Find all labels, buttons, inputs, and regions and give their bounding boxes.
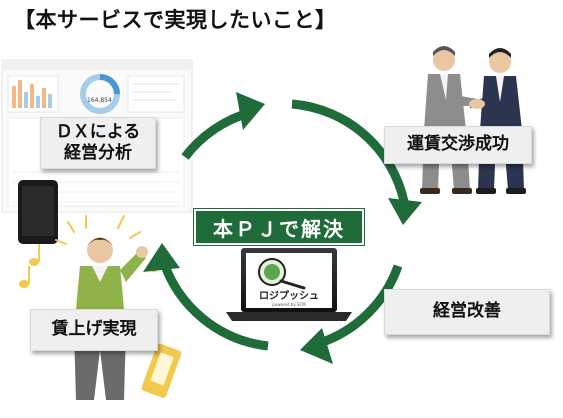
label-management-improvement: 経営改善 (384, 289, 550, 335)
search-icon (258, 258, 306, 290)
label-fare-negotiation: 運賃交渉成功 (384, 126, 532, 164)
dashboard-metric: 164,854 (87, 97, 112, 104)
laptop-icon (226, 248, 352, 321)
cycle-arrows (158, 99, 411, 351)
arrowhead-icons (143, 92, 422, 364)
smartphone-icon (18, 180, 58, 244)
label-dx-analysis: ＤＸによる 経営分析 (40, 117, 156, 169)
logo-name: ロジプッシュ (259, 289, 319, 302)
center-solution-box: 本ＰＪで解決 (194, 209, 364, 245)
envelope-icon (141, 343, 182, 398)
worker-illustration (55, 215, 148, 400)
logo-tagline: powered by SCM (272, 302, 306, 307)
page-title: 【本サービスで実現したいこと】 (14, 8, 337, 32)
label-wage-increase: 賃上げ実現 (30, 309, 158, 351)
handshake-illustration (420, 46, 526, 194)
